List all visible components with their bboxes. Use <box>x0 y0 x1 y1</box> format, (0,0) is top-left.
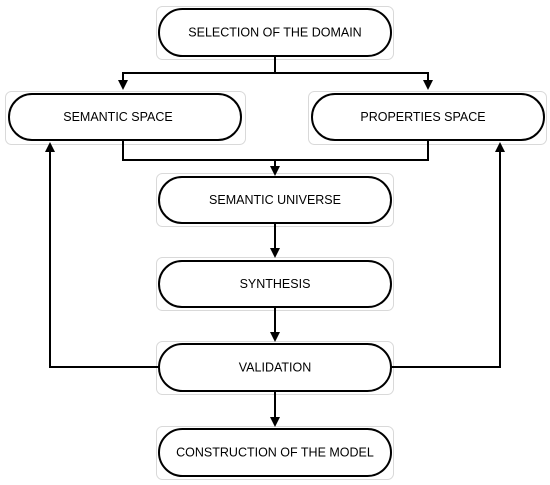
node-selection-label: SELECTION OF THE DOMAIN <box>188 26 361 40</box>
node-selection-of-domain: SELECTION OF THE DOMAIN <box>158 8 392 57</box>
edge-spaces-merge <box>122 140 429 161</box>
node-validation-label: VALIDATION <box>239 361 311 375</box>
node-semantic-universe: SEMANTIC UNIVERSE <box>158 176 392 224</box>
node-semantic-space-label: SEMANTIC SPACE <box>63 110 173 124</box>
edge-selection-to-properties-space <box>275 72 433 90</box>
edge-validation-feedback-semantic-space <box>45 142 159 368</box>
node-semantic-space: SEMANTIC SPACE <box>8 93 242 141</box>
edge-validation-feedback-properties-space <box>391 142 505 368</box>
node-synthesis-label: SYNTHESIS <box>240 277 311 291</box>
node-properties-space-label: PROPERTIES SPACE <box>360 110 485 124</box>
node-construction-of-model: CONSTRUCTION OF THE MODEL <box>158 428 392 477</box>
node-semantic-universe-label: SEMANTIC UNIVERSE <box>209 193 341 207</box>
semantic-space-frame <box>5 91 246 145</box>
node-validation: VALIDATION <box>158 343 392 392</box>
edge-selection-to-semantic-space <box>118 56 276 90</box>
node-properties-space: PROPERTIES SPACE <box>311 93 545 141</box>
node-synthesis: SYNTHESIS <box>158 260 392 308</box>
node-construction-label: CONSTRUCTION OF THE MODEL <box>176 446 374 460</box>
edges <box>45 56 505 427</box>
